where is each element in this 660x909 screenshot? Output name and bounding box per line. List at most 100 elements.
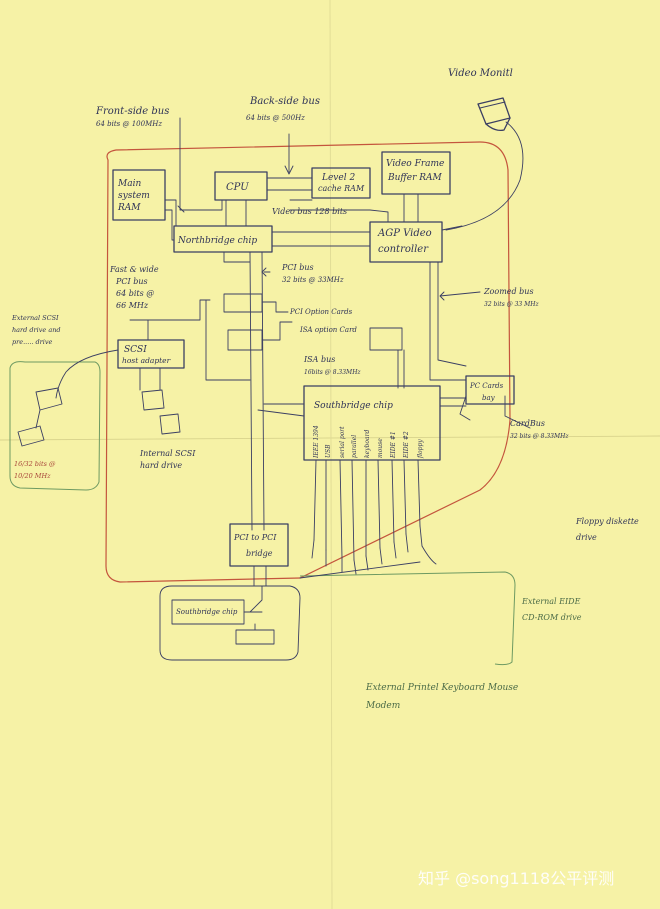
cardbus-label-1: CardBus: [510, 419, 545, 428]
pci-option-card-1: [223, 293, 263, 313]
scsi-internal-cable: [139, 367, 161, 391]
external-eide-label-2: CD-ROM drive: [522, 613, 582, 622]
dock-southbridge-label: Southbridge chip: [176, 608, 238, 616]
external-scsi-label-3: pre..... drive: [12, 338, 53, 346]
southbridge-label: Southbridge chip: [314, 401, 393, 411]
floppy-label-1: Floppy diskette: [575, 517, 639, 526]
pci-card-links: [261, 301, 293, 341]
pc-card-bay-box: [465, 375, 515, 405]
fast-pci-label-4: 66 MHz: [116, 301, 149, 310]
cardbus-label-2: 32 bits @ 8.33MHz: [510, 433, 569, 440]
agp-label-2: controller: [378, 244, 429, 255]
agp-controller-box: [369, 221, 443, 263]
video-frame-label-1: Video Frame: [386, 159, 444, 169]
port-label-keyboard: keyboard: [364, 430, 371, 458]
cpu-label: CPU: [226, 182, 249, 193]
scsi-pci-links: [129, 299, 251, 381]
pci-option-card-2: [227, 329, 263, 351]
cardbus-arrow: [459, 395, 531, 429]
dock-enclosure: [159, 585, 301, 661]
main-ram-label-2: system: [118, 191, 150, 201]
scsi-speed-label-2: 10/20 MHz: [14, 472, 51, 480]
port-cables: [299, 459, 437, 579]
northbridge-box: [173, 225, 273, 253]
video-bus-label: Video bus 128 bits: [272, 207, 347, 216]
port-label-floppy: floppy: [417, 439, 424, 459]
pc-card-label-2: bay: [482, 394, 496, 402]
isa-bus-line: [397, 349, 405, 389]
cpu-cache-bus: [266, 177, 313, 191]
isa-bus-label-2: 16bits @ 8.33MHz: [304, 369, 361, 376]
external-devices-enclosure: [299, 571, 516, 666]
external-scsi-label-1: External SCSI: [11, 314, 59, 322]
pci-bus-label-1: PCI bus: [281, 263, 314, 272]
agp-label-1: AGP Video: [377, 228, 432, 239]
isa-option-card-label: ISA option Card: [299, 326, 357, 334]
isa-option-card: [369, 327, 403, 351]
zoomed-bus-label-1: Zoomed bus: [483, 287, 534, 296]
front-side-bus-label: Front-side bus: [95, 106, 169, 117]
back-side-bus-label: Back-side bus: [249, 96, 320, 107]
pci-to-pci-bridge-box: [229, 523, 289, 567]
front-side-bus-spec: 64 bits @ 100MHz: [96, 120, 162, 128]
system-boundary: [105, 141, 511, 583]
level2-cache-label-2: cache RAM: [318, 184, 365, 193]
video-frame-buffer-box: [381, 151, 451, 195]
external-eide-label-1: External EIDE: [521, 597, 581, 606]
pci-bus-label-2: 32 bits @ 33MHz: [282, 276, 344, 284]
back-side-arrowhead: [284, 165, 294, 175]
port-label-eide2: EIDE #2: [403, 431, 410, 459]
external-devices-label: External Printel Keyboard Mouse: [365, 683, 518, 693]
southbridge-pccard-link: [439, 397, 467, 407]
port-label-serial: serial port: [339, 426, 346, 458]
upper-bus-lines: [164, 117, 463, 247]
pci-to-pci-label-1: PCI to PCI: [233, 533, 277, 542]
main-ram-label-1: Main: [117, 179, 141, 189]
port-label-eide1: EIDE #1: [390, 431, 397, 459]
zoomed-bus-arrow: [439, 291, 481, 301]
zoomed-bus-lines: [429, 261, 467, 381]
dock-wiring: [243, 585, 263, 631]
scsi-host-adapter-box: [117, 339, 185, 369]
pci-to-pci-label-2: bridge: [246, 549, 273, 558]
cpu-box: [214, 171, 268, 201]
main-ram-label-3: RAM: [117, 203, 141, 213]
level2-cache-box: [311, 167, 371, 199]
dock-small-box: [235, 629, 275, 645]
external-scsi-label-2: hard drive and: [12, 326, 61, 334]
video-frame-label-2: Buffer RAM: [387, 173, 443, 183]
bridge-dock-link: [253, 565, 267, 587]
port-label-mouse: mouse: [377, 438, 384, 458]
internal-scsi-drive-icon: [141, 389, 181, 435]
watermark: 知乎 @song1118公平评测: [418, 869, 614, 888]
scsi-external-cable: [55, 349, 119, 399]
fast-pci-label-1: Fast & wide: [109, 265, 159, 274]
internal-scsi-label-1: Internal SCSI: [139, 449, 196, 458]
port-label-usb: USB: [325, 444, 332, 458]
port-label-ieee1394: IEEE 1394: [313, 425, 320, 459]
internal-scsi-label-2: hard drive: [140, 461, 182, 470]
fast-pci-label-2: PCI bus: [115, 277, 148, 286]
floppy-label-2: drive: [576, 533, 597, 542]
port-label-parallel: parallel: [351, 435, 358, 458]
southbridge-pci-link: [257, 403, 305, 417]
southbridge-box: [303, 385, 441, 461]
pci-option-cards-label: PCI Option Cards: [289, 308, 353, 316]
main-ram-box: [112, 169, 166, 221]
northbridge-label: Northbridge chip: [177, 236, 257, 246]
zoomed-bus-label-2: 32 bits @ 33 MHz: [484, 301, 540, 308]
pc-card-label-1: PC Cards: [469, 382, 504, 390]
scsi-label-2: host adapter: [122, 356, 171, 365]
modem-label: Modem: [365, 701, 400, 711]
scsi-speed-label-1: 16/32 bits @: [14, 460, 56, 468]
video-monitor-icon: [445, 97, 524, 231]
external-scsi-drive-icon: [17, 387, 63, 447]
video-monitor-label: Video Monitl: [448, 68, 513, 79]
isa-bus-label-1: ISA bus: [303, 355, 335, 364]
external-scsi-enclosure: [9, 361, 101, 491]
back-side-bus-spec: 64 bits @ 500Hz: [246, 114, 305, 122]
port-labels: IEEE 1394 USB serial port parallel keybo…: [313, 425, 424, 459]
